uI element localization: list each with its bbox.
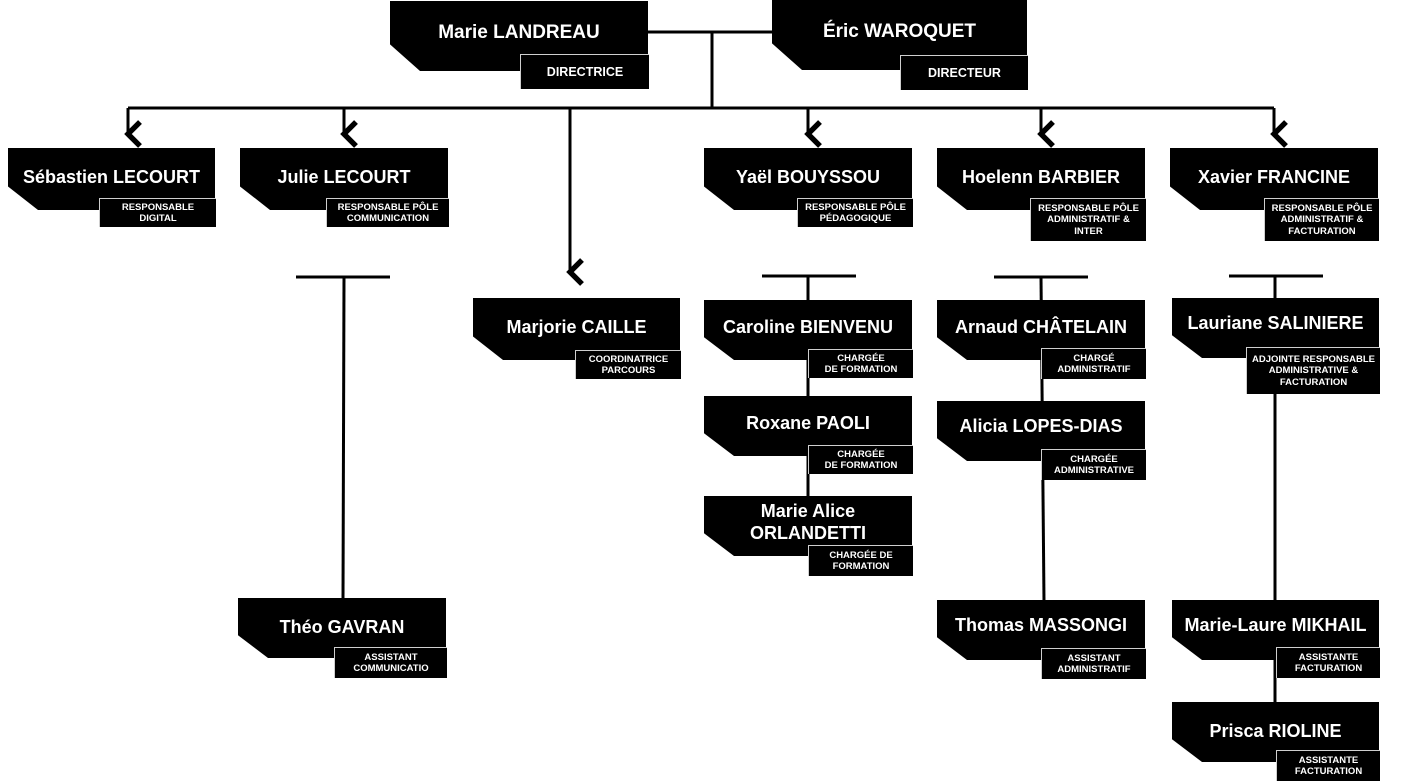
name-label: Marie Alice ORLANDETTI xyxy=(750,501,866,543)
name-label: Éric WAROQUET xyxy=(822,20,977,42)
name-label: Xavier FRANCINE xyxy=(1197,167,1351,188)
name-label: Yaël BOUYSSOU xyxy=(735,167,881,188)
role-label: CHARGÉE DE FORMATION xyxy=(808,545,913,576)
role-label: ASSISTANTE FACTURATION xyxy=(1276,647,1380,678)
name-label: Thomas MASSONGI xyxy=(954,615,1128,636)
role-label: RESPONSABLE PÔLE ADMINISTRATIF & INTER xyxy=(1030,198,1146,241)
role-label: ASSISTANTE FACTURATION xyxy=(1276,750,1380,781)
stem-communication xyxy=(341,276,346,601)
name-label: Arnaud CHÂTELAIN xyxy=(955,317,1127,338)
card-marjorie-caille: Marjorie CAILLE xyxy=(473,298,680,360)
name-label: Théo GAVRAN xyxy=(279,617,405,638)
name-label: Marjorie CAILLE xyxy=(506,317,647,338)
role-label: RESPONSABLE DIGITAL xyxy=(99,198,216,227)
name-label: Hoelenn BARBIER xyxy=(961,167,1120,188)
role-label: CHARGÉE DE FORMATION xyxy=(808,445,913,474)
role-label: DIRECTEUR xyxy=(900,55,1028,90)
role-label: ADJOINTE RESPONSABLE ADMINISTRATIVE & FA… xyxy=(1246,347,1380,394)
name-label: Roxane PAOLI xyxy=(746,413,870,434)
role-label: CHARGÉE ADMINISTRATIVE xyxy=(1041,449,1146,480)
role-label: CHARGÉ ADMINISTRATIF xyxy=(1041,348,1146,379)
role-label: ASSISTANT COMMUNICATIO xyxy=(334,647,447,678)
name-label: Marie-Laure MIKHAIL xyxy=(1184,615,1367,636)
name-label: Prisca RIOLINE xyxy=(1209,721,1342,742)
card-marie-laure-mikhail: Marie-Laure MIKHAIL xyxy=(1172,600,1379,660)
name-label: Caroline BIENVENU xyxy=(722,317,894,338)
role-label: RESPONSABLE PÔLE PÉDAGOGIQUE xyxy=(797,198,913,227)
role-label: CHARGÉE DE FORMATION xyxy=(808,349,913,378)
role-label: DIRECTRICE xyxy=(520,54,649,89)
role-label: RESPONSABLE PÔLE ADMINISTRATIF & FACTURA… xyxy=(1264,198,1379,241)
role-label: ASSISTANT ADMINISTRATIF xyxy=(1041,648,1146,679)
role-label: COORDINATRICE PARCOURS xyxy=(575,350,681,379)
name-label: Alicia LOPES-DIAS xyxy=(959,416,1123,437)
name-label: Lauriane SALINIERE xyxy=(1187,313,1364,334)
name-label: Sébastien LECOURT xyxy=(22,167,201,188)
name-label: Julie LECOURT xyxy=(277,167,411,188)
role-label: RESPONSABLE PÔLE COMMUNICATION xyxy=(326,198,449,227)
name-label: Marie LANDREAU xyxy=(438,21,600,43)
